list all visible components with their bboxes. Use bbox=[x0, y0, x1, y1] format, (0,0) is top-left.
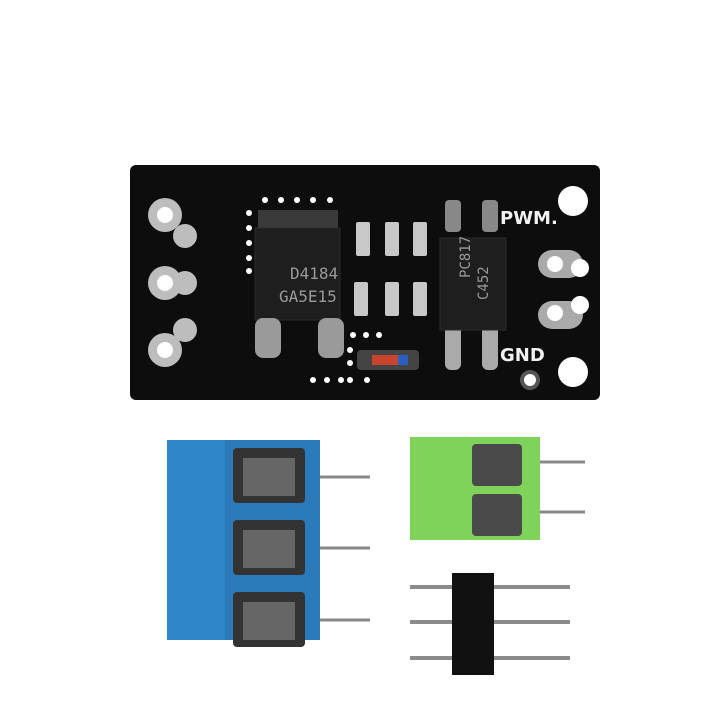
green-terminal-block bbox=[410, 437, 585, 540]
blue-terminal-block bbox=[167, 440, 370, 647]
gnd-label: GND bbox=[500, 345, 545, 366]
pwm-label: PWM. bbox=[500, 208, 558, 229]
smd-resistors bbox=[354, 222, 427, 316]
opto-marking-2: C452 bbox=[476, 266, 492, 300]
pcb-board: D4184 GA5E15 PC817 C452 PWM. GND bbox=[130, 165, 600, 400]
opto-marking-1: PC817 bbox=[458, 236, 474, 278]
diode bbox=[357, 350, 419, 370]
mosfet-chip: D4184 GA5E15 bbox=[254, 210, 344, 358]
right-pads bbox=[520, 186, 589, 390]
vias bbox=[246, 197, 382, 383]
mosfet-marking-2: GA5E15 bbox=[279, 287, 337, 306]
mosfet-marking-1: D4184 bbox=[290, 264, 338, 283]
pin-header bbox=[410, 573, 570, 675]
optocoupler-chip: PC817 C452 bbox=[439, 200, 507, 370]
